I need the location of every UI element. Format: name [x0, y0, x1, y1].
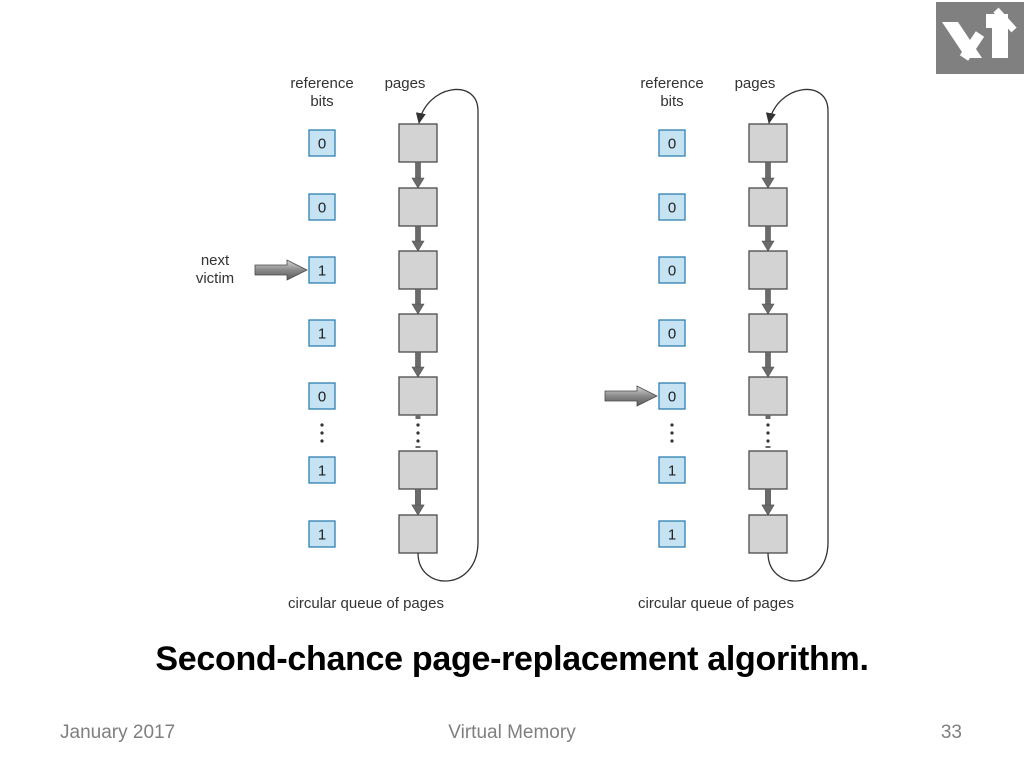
pages-header: pages — [385, 75, 426, 92]
reference-bit-box — [658, 193, 686, 221]
next-victim-pointer-arrow — [254, 259, 308, 281]
circular-queue-label: circular queue of pages — [638, 595, 794, 612]
reference-bit-box — [658, 520, 686, 548]
reference-bit-box — [308, 256, 336, 284]
reference-bit-box — [658, 319, 686, 347]
page-frame-box — [748, 313, 788, 353]
reference-bit-value: 1 — [318, 263, 326, 280]
ellipsis-dots — [320, 439, 324, 443]
queue-arrow-head — [761, 303, 775, 315]
queue-arrow-shaft — [415, 446, 421, 448]
circular-queue-label: circular queue of pages — [288, 595, 444, 612]
ellipsis-dots — [320, 423, 324, 427]
next-victim-pointer-arrow — [604, 385, 658, 407]
reference-bit-value: 1 — [318, 463, 326, 480]
queue-arrow-shaft — [415, 351, 421, 369]
reference-bit-box — [308, 382, 336, 410]
queue-arrow-head — [411, 177, 425, 189]
pages-header: pages — [735, 75, 776, 92]
page-frame-box — [398, 187, 438, 227]
ellipsis-dots — [670, 423, 674, 427]
queue-arrow-shaft — [765, 288, 771, 306]
ellipsis-dots — [670, 431, 674, 435]
page-frame-box — [748, 187, 788, 227]
reference-bit-value: 0 — [318, 136, 326, 153]
university-logo-icon — [936, 2, 1024, 74]
page-frame-box — [398, 376, 438, 416]
reference-bit-box — [308, 193, 336, 221]
reference-bit-value: 1 — [668, 527, 676, 544]
page-frame-box — [398, 450, 438, 490]
reference-bit-value: 0 — [318, 200, 326, 217]
page-frame-box — [748, 376, 788, 416]
queue-arrow-shaft — [765, 225, 771, 243]
reference-bit-box — [658, 382, 686, 410]
queue-arrow-head — [761, 504, 775, 516]
footer-title: Virtual Memory — [448, 722, 576, 743]
queue-arrow-head — [411, 504, 425, 516]
page-frame-box — [748, 250, 788, 290]
page-frame-box — [398, 313, 438, 353]
reference-bit-box — [308, 129, 336, 157]
queue-arrow-shaft — [765, 351, 771, 369]
queue-arrow-shaft — [415, 488, 421, 507]
queue-arrow-shaft — [415, 288, 421, 306]
page-frame-box — [748, 123, 788, 163]
reference-bit-value: 0 — [668, 326, 676, 343]
reference-bit-value: 1 — [318, 527, 326, 544]
reference-bit-value: 1 — [318, 326, 326, 343]
reference-bit-box — [308, 456, 336, 484]
page-frame-box — [748, 514, 788, 554]
queue-arrow-head — [761, 177, 775, 189]
reference-bit-value: 0 — [668, 389, 676, 406]
queue-arrow-shaft — [415, 415, 421, 419]
queue-arrow-shaft — [765, 415, 771, 419]
queue-arrow-head — [411, 240, 425, 252]
reference-bit-box — [658, 256, 686, 284]
reference-bit-value: 0 — [668, 200, 676, 217]
reference-bit-box — [658, 129, 686, 157]
reference-bit-value: 1 — [668, 463, 676, 480]
queue-arrow-shaft — [765, 488, 771, 507]
queue-arrow-head — [761, 366, 775, 378]
queue-arrow-head — [411, 366, 425, 378]
ellipsis-dots — [320, 431, 324, 435]
queue-arrow-head — [761, 240, 775, 252]
page-frame-box — [398, 123, 438, 163]
queue-arrow-shaft — [415, 161, 421, 180]
page-frame-box — [398, 250, 438, 290]
queue-arrow-shaft — [415, 225, 421, 243]
page-frame-box — [748, 450, 788, 490]
reference-bit-box — [658, 456, 686, 484]
ellipsis-dots — [766, 431, 770, 435]
queue-arrow-shaft — [765, 161, 771, 180]
ellipsis-dots — [766, 423, 770, 427]
reference-bit-box — [308, 520, 336, 548]
footer-page-number: 33 — [940, 722, 962, 743]
ellipsis-dots — [416, 423, 420, 427]
slide-caption: Second-chance page-replacement algorithm… — [155, 640, 869, 678]
ellipsis-dots — [416, 439, 420, 443]
circular-queue-loop — [415, 88, 479, 582]
queue-arrow-head — [411, 303, 425, 315]
page-frame-box — [398, 514, 438, 554]
ellipsis-dots — [766, 439, 770, 443]
ellipsis-dots — [670, 439, 674, 443]
reference-bit-value: 0 — [668, 136, 676, 153]
reference-bit-value: 0 — [668, 263, 676, 280]
circular-queue-loop — [765, 88, 829, 582]
footer-date: January 2017 — [60, 722, 176, 743]
reference-bit-value: 0 — [318, 389, 326, 406]
reference-bit-box — [308, 319, 336, 347]
ellipsis-dots — [416, 431, 420, 435]
queue-arrow-shaft — [765, 446, 771, 448]
